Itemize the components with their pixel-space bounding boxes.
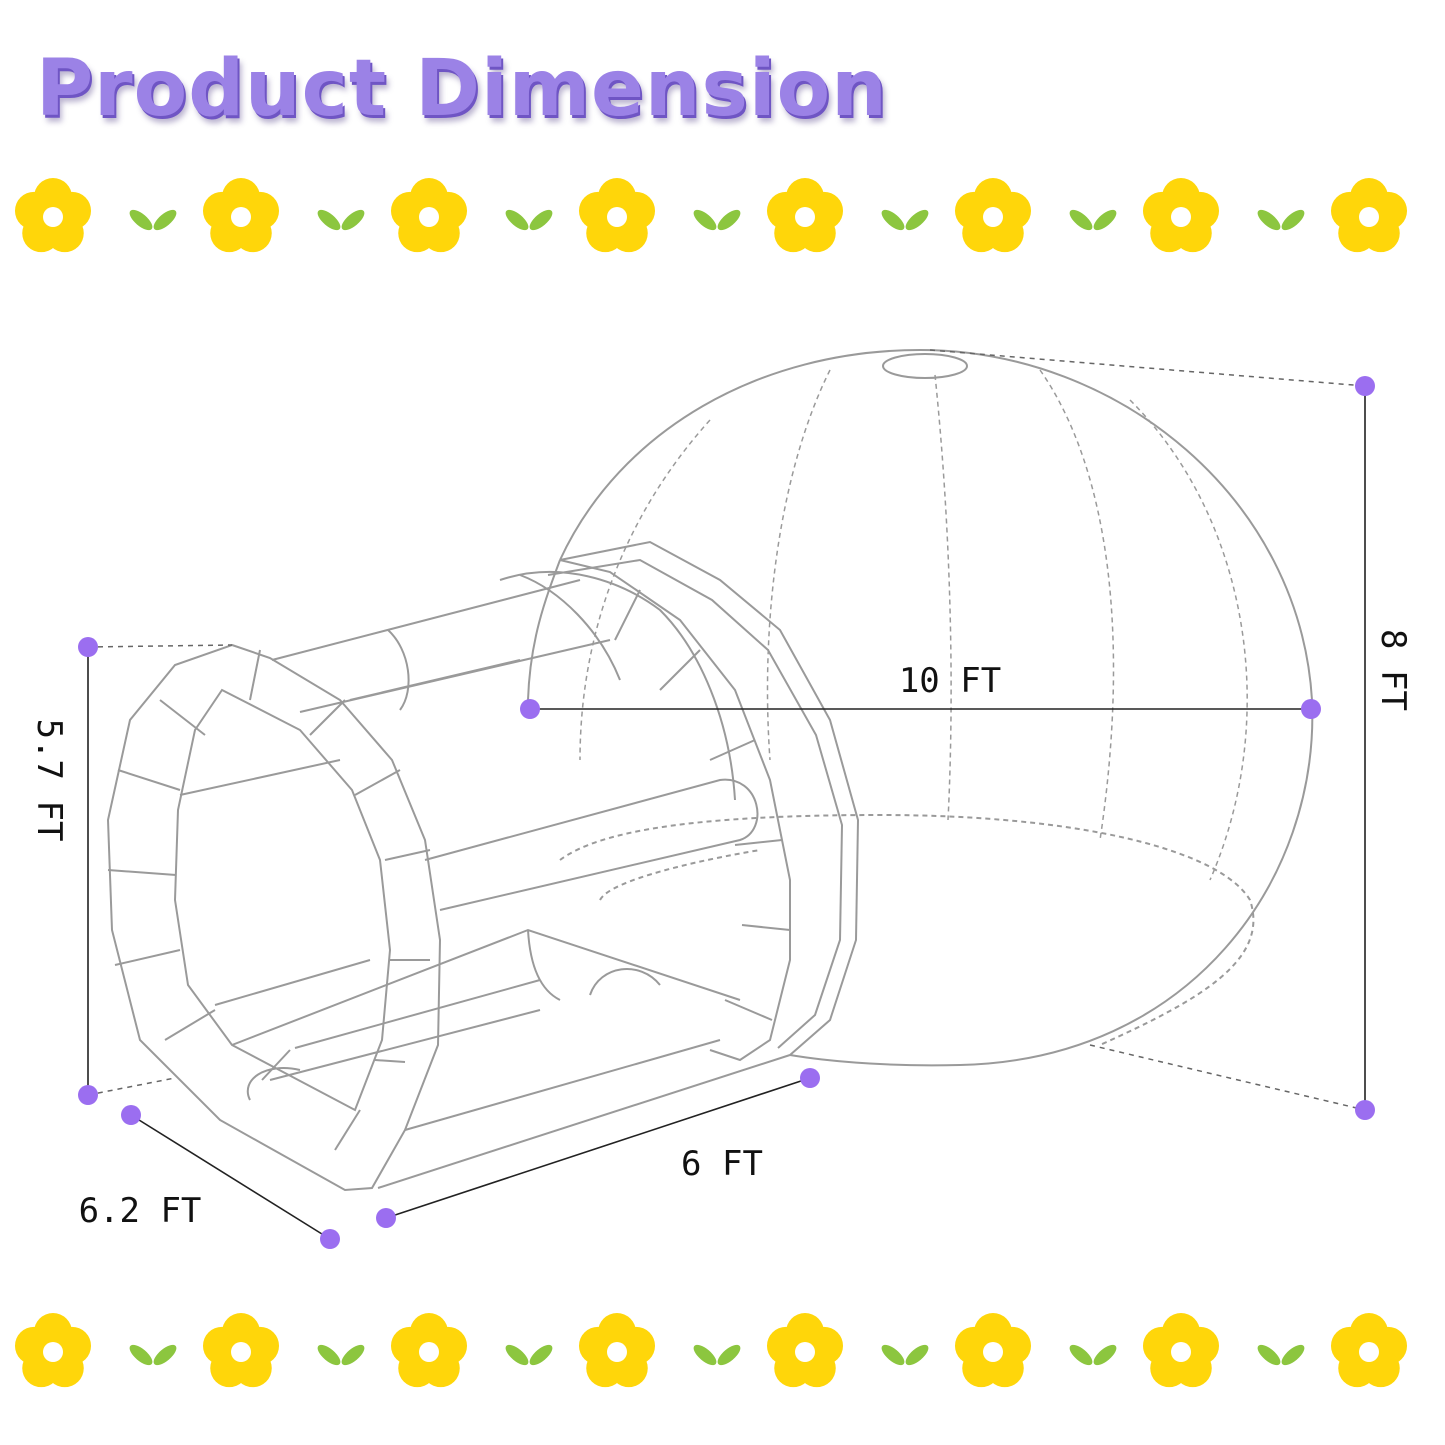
flower-icon (14, 178, 92, 253)
dim-line-tunnel-length (385, 1077, 811, 1219)
marker-dot (376, 1208, 396, 1228)
flower-icon (766, 178, 844, 253)
flower-icon (578, 1313, 656, 1388)
flower-icon (390, 178, 468, 253)
leaf-icon (1069, 209, 1117, 231)
flower-icon (202, 178, 280, 253)
leaf-icon (1257, 1344, 1305, 1366)
leaf-icon (881, 209, 929, 231)
leaf-icon (1257, 209, 1305, 231)
flower-icon (390, 1313, 468, 1388)
label-length: 10 FT (899, 661, 1001, 701)
marker-dot (1355, 376, 1375, 396)
leaf-icon (317, 209, 365, 231)
leaf-icon (693, 209, 741, 231)
tunnel-frame (106, 559, 791, 1192)
page-title: Product Dimension (36, 44, 888, 134)
leaf-icon (881, 1344, 929, 1366)
label-tunnel-length: 6 FT (681, 1144, 763, 1184)
marker-dot (78, 1085, 98, 1105)
dim-line-tunnel-width (130, 1114, 331, 1240)
connector-ring (499, 540, 860, 1056)
dome-outline (527, 348, 1314, 1067)
flower-icon (1330, 178, 1408, 253)
flower-icon (1142, 1313, 1220, 1388)
marker-dot (121, 1105, 141, 1125)
marker-dot (1301, 699, 1321, 719)
flower-icon (14, 1313, 92, 1388)
leaf-icon (1069, 1344, 1117, 1366)
flower-icon (1330, 1313, 1408, 1388)
marker-dot (320, 1229, 340, 1249)
label-tunnel-width: 6.2 FT (79, 1191, 202, 1231)
leaf-icon (129, 1344, 177, 1366)
label-height: 8 FT (1373, 629, 1413, 711)
leaf-icon (505, 1344, 553, 1366)
marker-dot (800, 1068, 820, 1088)
dome-seams (579, 369, 1248, 881)
leaf-icon (505, 209, 553, 231)
leaf-icon (693, 1344, 741, 1366)
flower-border-top (14, 178, 1408, 253)
flower-border-bottom (14, 1313, 1408, 1388)
leaf-icon (317, 1344, 365, 1366)
label-tunnel-height: 5.7 FT (29, 719, 69, 842)
flower-icon (202, 1313, 280, 1388)
marker-dot (520, 699, 540, 719)
extension-lines (87, 349, 1366, 1111)
leaf-icon (129, 209, 177, 231)
flower-icon (578, 178, 656, 253)
dimension-markers (78, 376, 1375, 1249)
marker-dot (1355, 1100, 1375, 1120)
dimension-lines (87, 386, 1366, 1240)
flower-icon (766, 1313, 844, 1388)
marker-dot (78, 637, 98, 657)
flower-icon (954, 178, 1032, 253)
flower-icon (1142, 178, 1220, 253)
flower-icon (954, 1313, 1032, 1388)
